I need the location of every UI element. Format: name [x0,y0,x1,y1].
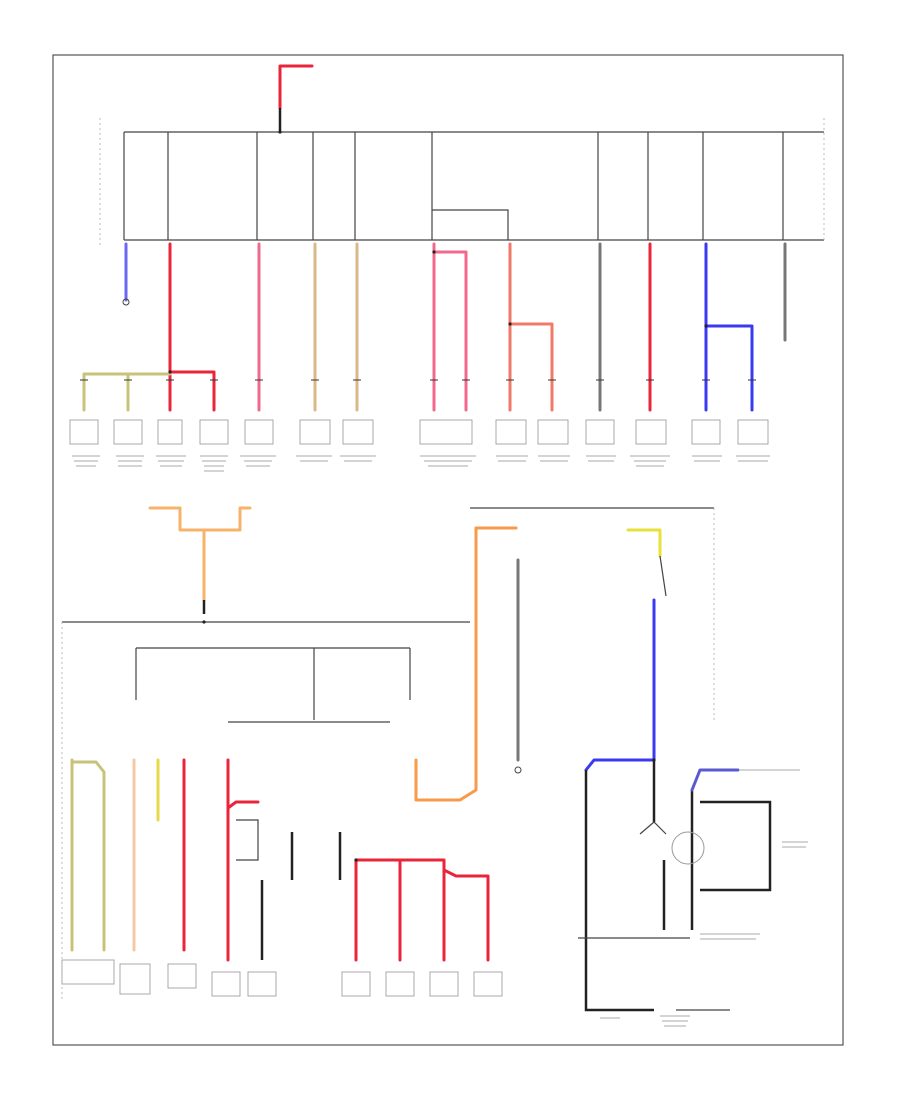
middle-right-section [470,507,772,1012]
orange-wire-1 [148,506,252,532]
top-fuse-block [99,64,825,245]
lower-left-drops [70,526,518,962]
red-wire-1 [168,242,216,412]
blue-wire-4 [690,768,740,792]
junction-dots [168,130,708,862]
top-component-boxes [69,419,769,445]
pink-wire-3 [432,250,468,412]
top-label-lines [72,455,770,472]
salmon-wire-1 [508,242,554,412]
top-wire-drops [82,242,787,412]
lower-right-label-lines [600,769,808,1027]
orange-wire-3 [414,526,518,802]
diagram-border [52,54,844,1046]
pink-wire-6 [354,858,402,962]
middle-left-section [61,506,470,1000]
lower-left-boxes [61,959,503,997]
main-feed-red-wire [278,64,314,110]
olive-wire-1 [82,372,172,412]
yellow-wire-2 [626,528,662,558]
